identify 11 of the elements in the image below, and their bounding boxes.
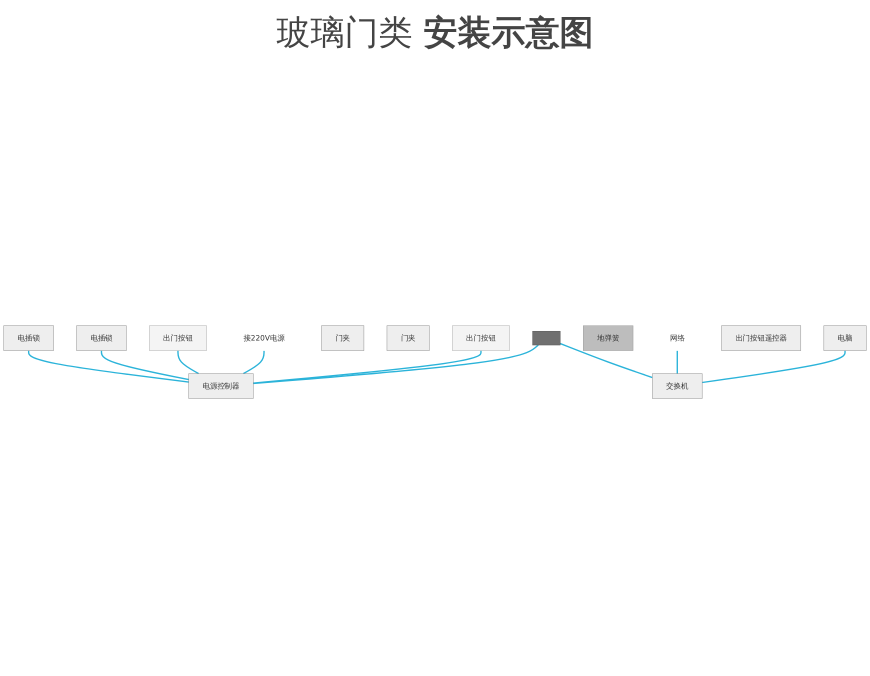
node-box xyxy=(532,330,560,346)
connector xyxy=(100,350,189,380)
connector xyxy=(702,350,846,384)
connector xyxy=(676,350,678,374)
connector xyxy=(253,350,482,384)
connector xyxy=(560,342,653,378)
diagram-title: 玻璃门类 安装示意图 xyxy=(276,12,594,55)
connector xyxy=(243,350,265,374)
connector xyxy=(28,350,189,383)
connector xyxy=(253,344,539,384)
connector xyxy=(177,350,199,374)
